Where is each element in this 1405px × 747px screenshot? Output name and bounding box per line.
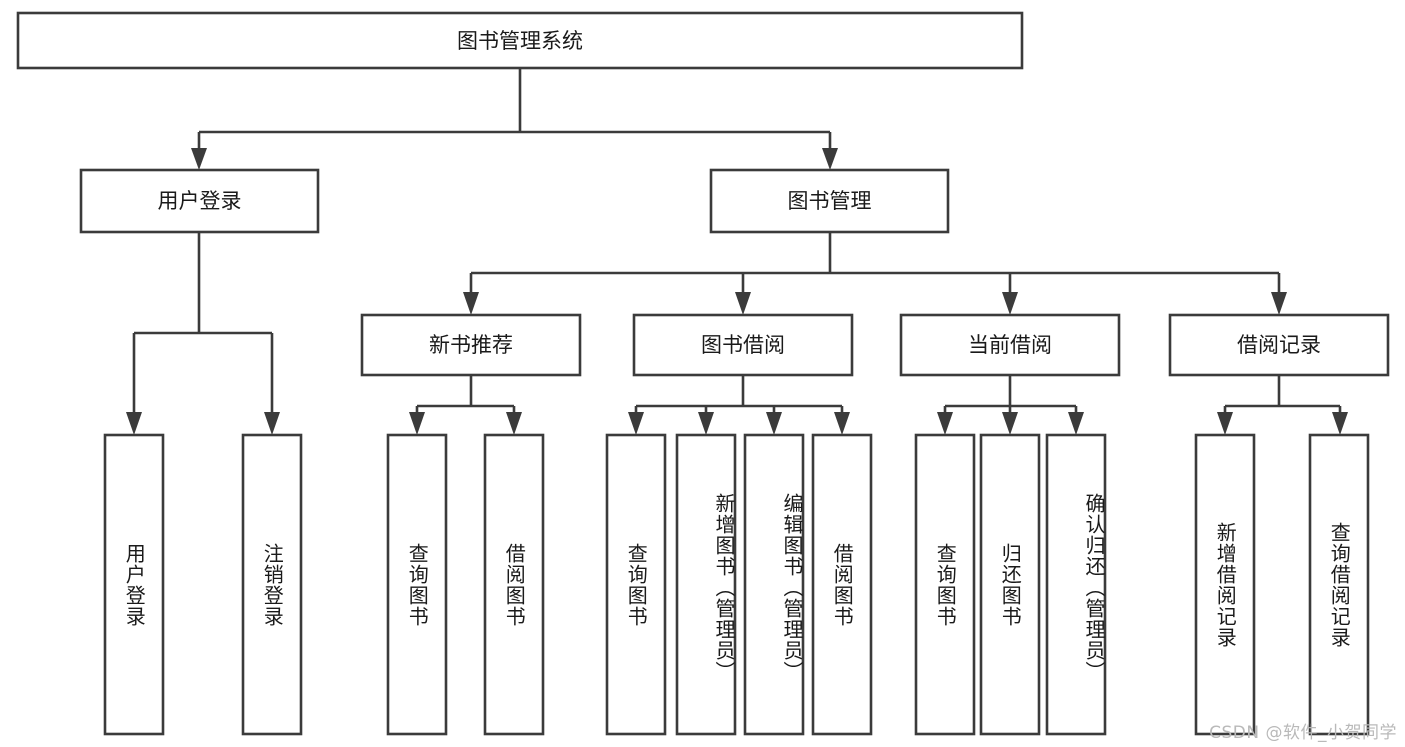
node-root[interactable]: 图书管理系统 — [16, 11, 1024, 70]
leaf-box-user-login[interactable] — [103, 433, 165, 736]
node-borrow-record-box[interactable] — [1168, 313, 1390, 377]
node-current-borrow[interactable]: 当前借阅 — [899, 313, 1121, 377]
leaf-box-query-book-2[interactable] — [605, 433, 667, 736]
arrow-head-book-management — [822, 148, 838, 170]
arrow-head-leaf-add-book — [698, 412, 714, 435]
leaf-box-borrow-book-1[interactable] — [483, 433, 545, 736]
node-book-borrow-label: 图书借阅 — [701, 333, 785, 357]
node-user-login-label: 用户登录 — [158, 189, 242, 213]
leaf-box-query-book-3[interactable] — [914, 433, 976, 736]
node-book-borrow-box[interactable] — [632, 313, 854, 377]
node-new-book-recommend-box[interactable] — [360, 313, 582, 377]
arrow-head-leaf-query-book-1 — [409, 412, 425, 435]
arrow-head-leaf-logout — [264, 412, 280, 435]
node-root-box[interactable] — [16, 11, 1024, 70]
arrow-head-leaf-edit-book — [766, 412, 782, 435]
arrow-head-new-book-recommend — [463, 292, 479, 315]
leaf-box-edit-book[interactable] — [743, 433, 805, 736]
arrow-head-leaf-return-book — [1002, 412, 1018, 435]
node-book-management-label: 图书管理 — [788, 189, 872, 213]
arrow-head-leaf-borrow-book-2 — [834, 412, 850, 435]
leaf-box-query-record[interactable] — [1308, 433, 1370, 736]
arrow-head-leaf-query-record — [1332, 412, 1348, 435]
node-book-management[interactable]: 图书管理 — [709, 168, 950, 234]
arrow-head-leaf-query-book-3 — [937, 412, 953, 435]
arrow-head-leaf-borrow-book-1 — [506, 412, 522, 435]
arrow-head-user-login — [191, 148, 207, 170]
arrow-head-borrow-record — [1271, 292, 1287, 315]
node-book-management-box[interactable] — [709, 168, 950, 234]
node-new-book-recommend[interactable]: 新书推荐 — [360, 313, 582, 377]
arrow-head-book-borrow — [735, 292, 751, 315]
node-borrow-record-label: 借阅记录 — [1237, 333, 1321, 357]
node-root-label: 图书管理系统 — [457, 29, 583, 53]
leaf-box-add-book[interactable] — [675, 433, 737, 736]
arrow-head-current-borrow — [1002, 292, 1018, 315]
connector-group — [126, 68, 1348, 435]
leaf-box-logout[interactable] — [241, 433, 303, 736]
node-current-borrow-label: 当前借阅 — [968, 333, 1052, 357]
node-book-borrow[interactable]: 图书借阅 — [632, 313, 854, 377]
leaf-box-borrow-book-2[interactable] — [811, 433, 873, 736]
leaf-box-query-book-1[interactable] — [386, 433, 448, 736]
node-new-book-recommend-label: 新书推荐 — [429, 333, 513, 357]
node-borrow-record[interactable]: 借阅记录 — [1168, 313, 1390, 377]
leaf-box-return-book[interactable] — [979, 433, 1041, 736]
node-user-login-box[interactable] — [79, 168, 320, 234]
arrow-head-leaf-add-record — [1217, 412, 1233, 435]
arrow-head-leaf-user-login — [126, 412, 142, 435]
arrow-head-leaf-query-book-2 — [628, 412, 644, 435]
leaf-box-group — [103, 433, 1370, 736]
node-current-borrow-box[interactable] — [899, 313, 1121, 377]
node-user-login[interactable]: 用户登录 — [79, 168, 320, 234]
csdn-watermark: CSDN @软件_小贺同学 — [1209, 723, 1397, 743]
leaf-box-add-record[interactable] — [1194, 433, 1256, 736]
leaf-box-confirm-return[interactable] — [1045, 433, 1107, 736]
arrow-head-leaf-confirm-return — [1068, 412, 1084, 435]
